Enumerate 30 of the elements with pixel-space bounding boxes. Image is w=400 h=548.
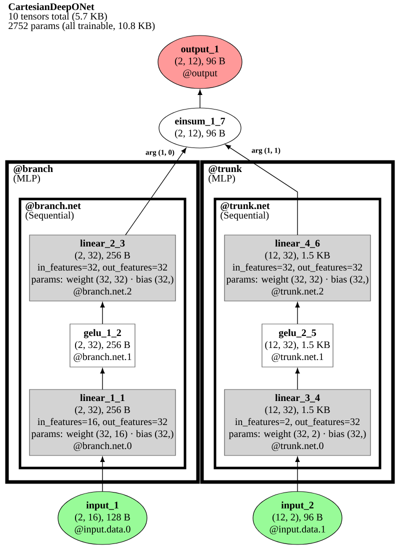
group-heading: @trunk.net (220, 202, 270, 211)
summary-text: 2752 params (all trainable, 10.8 KB) (8, 22, 155, 32)
arrow (100, 368, 105, 390)
arrow (125, 148, 186, 236)
arrow (198, 90, 202, 108)
arrow (295, 456, 300, 492)
ellipse-node: input_1 (2, 16), 128 B @input.data.0 (58, 491, 148, 545)
summary-text: 10 tensors total (5.7 KB) (9, 12, 107, 22)
layer-box: linear_4_6 (12, 32), 1.5 KB in_features=32, out_features=32 params: weight (32, 32) · bias (32,) @trunk.net.2 (224, 234, 371, 302)
layer-box: linear_2_3 (2, 32), 256 B in_features=32, out_features=32 params: weight (32, 32) · bias (32,) @branch.net.2 (29, 234, 176, 302)
ellipse-node: einsum_1_7 (2, 12), 96 B (158, 108, 242, 148)
arrow (100, 456, 105, 492)
layer-box: linear_3_4 (12, 32), 1.5 KB in_features=2, out_features=32 params: weight (32, 2) · bias (32,) @trunk.net.0 (224, 389, 371, 456)
group-heading: @branch.net (26, 202, 81, 211)
group-heading: @trunk (208, 165, 242, 174)
layer-box: gelu_1_2 (2, 32), 256 B @branch.net.1 (70, 324, 136, 368)
group-subheading: (MLP) (14, 174, 40, 184)
arrow (100, 302, 105, 324)
layer-box: linear_1_1 (2, 32), 256 B in_features=16, out_features=32 params: weight (32, 16) · bias (32,) @branch.net.0 (29, 389, 176, 456)
arrow (295, 302, 300, 324)
group-subheading: (MLP) (208, 174, 235, 184)
group-subheading: (Sequential) (26, 212, 74, 221)
arrow (225, 144, 298, 236)
ellipse-node: input_2 (12, 2), 96 B @input.data.1 (252, 491, 342, 545)
group-heading: @branch (14, 165, 53, 174)
title: CartesianDeepONet (8, 3, 94, 12)
arrow (295, 368, 300, 390)
group-subheading: (Sequential) (220, 212, 269, 221)
ellipse-node: output_1 (2, 12), 96 B @output (158, 35, 242, 89)
layer-box: gelu_2_5 (12, 32), 1.5 KB @trunk.net.1 (262, 324, 334, 368)
